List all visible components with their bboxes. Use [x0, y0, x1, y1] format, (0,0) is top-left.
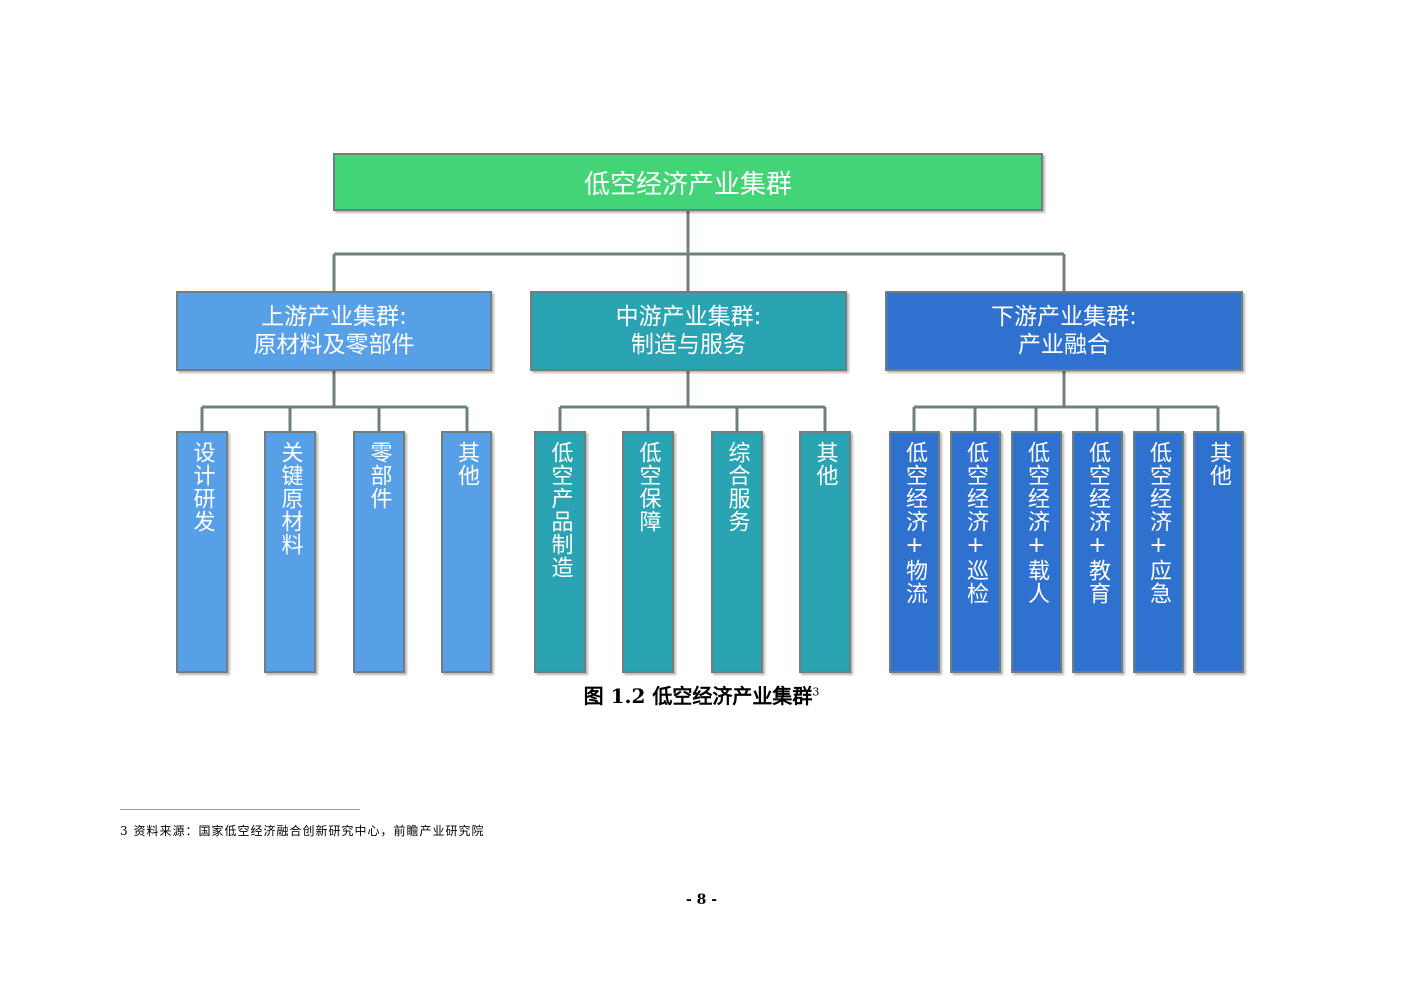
leaf-logistics: 低空经济+物流 [889, 431, 940, 673]
downstream-node: 下游产业集群: 产业融合 [885, 291, 1243, 371]
leaf-emergency: 低空经济+应急 [1133, 431, 1184, 673]
leaf-education: 低空经济+教育 [1072, 431, 1123, 673]
leaf-label: 综合服务 [724, 441, 750, 533]
leaf-label: 低空经济+教育 [1085, 441, 1110, 605]
footnote-divider [120, 809, 360, 810]
leaf-components: 零部件 [353, 431, 405, 673]
figure-caption: 图 1.2 低空经济产业集群3 [0, 680, 1403, 709]
leaf-label: 低空经济+应急 [1146, 441, 1171, 605]
leaf-label: 低空经济+物流 [902, 441, 927, 605]
caption-text: 图 1.2 低空经济产业集群 [583, 684, 813, 708]
midstream-node: 中游产业集群: 制造与服务 [530, 291, 847, 371]
leaf-integrated-services: 综合服务 [711, 431, 763, 673]
leaf-passenger: 低空经济+载人 [1011, 431, 1062, 673]
leaf-support: 低空保障 [622, 431, 674, 673]
leaf-label: 其他 [1206, 441, 1231, 487]
midstream-title: 中游产业集群: [615, 304, 762, 330]
root-label: 低空经济产业集群 [583, 169, 792, 200]
leaf-label: 关键原材料 [277, 441, 303, 556]
leaf-label: 低空保障 [635, 441, 661, 533]
leaf-label: 零部件 [366, 441, 392, 510]
upstream-subtitle: 原材料及零部件 [253, 332, 415, 358]
leaf-design-rd: 设计研发 [176, 431, 228, 673]
page-number: - 8 - [685, 892, 718, 908]
leaf-upstream-other: 其他 [441, 431, 492, 673]
footnote: 3 资料来源：国家低空经济融合创新研究中心，前瞻产业研究院 [120, 824, 485, 838]
upstream-node: 上游产业集群: 原材料及零部件 [176, 291, 492, 371]
caption-footnote-ref: 3 [812, 685, 820, 699]
leaf-label: 其他 [454, 441, 479, 487]
leaf-label: 低空经济+载人 [1024, 441, 1049, 605]
downstream-subtitle: 产业融合 [1018, 332, 1110, 358]
upstream-title: 上游产业集群: [261, 304, 407, 330]
leaf-downstream-other: 其他 [1193, 431, 1244, 673]
leaf-label: 低空经济+巡检 [963, 441, 988, 605]
leaf-inspection: 低空经济+巡检 [950, 431, 1001, 673]
leaf-label: 设计研发 [189, 441, 215, 533]
leaf-midstream-other: 其他 [799, 431, 851, 673]
leaf-label: 低空产品制造 [547, 441, 573, 579]
leaf-label: 其他 [812, 441, 838, 487]
leaf-product-manufacturing: 低空产品制造 [534, 431, 586, 673]
midstream-subtitle: 制造与服务 [631, 332, 746, 358]
root-node: 低空经济产业集群 [333, 153, 1043, 211]
leaf-key-materials: 关键原材料 [264, 431, 316, 673]
downstream-title: 下游产业集群: [991, 304, 1137, 330]
